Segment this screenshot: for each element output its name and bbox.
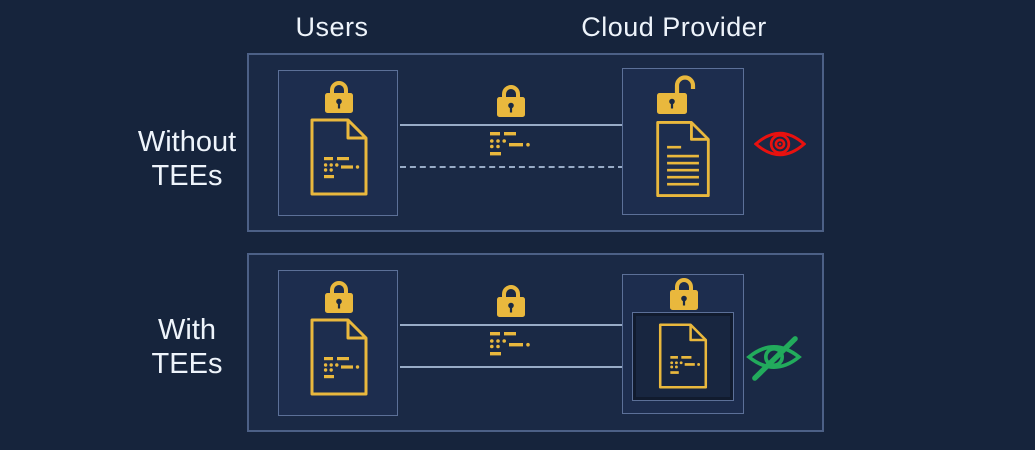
row-label-line: Without xyxy=(137,126,237,158)
ciphertext-icon xyxy=(488,332,534,358)
provider-enclave-document-box xyxy=(622,274,744,414)
encrypted-document-icon xyxy=(656,322,710,390)
encrypted-document-icon xyxy=(307,117,371,197)
closed-padlock-icon xyxy=(493,84,529,118)
encrypted-document-icon xyxy=(307,317,371,397)
column-header-users: Users xyxy=(295,12,369,42)
closed-padlock-icon xyxy=(493,284,529,318)
row-label-line: TEEs xyxy=(151,160,223,193)
plaintext-document-icon xyxy=(653,118,713,200)
channel-link-top xyxy=(400,324,624,326)
open-padlock-icon xyxy=(656,75,704,115)
channel-link-top xyxy=(400,124,624,126)
closed-padlock-icon xyxy=(321,80,357,114)
closed-padlock-icon xyxy=(666,277,702,311)
eye-slash-icon xyxy=(743,332,805,382)
eye-open-icon xyxy=(754,126,806,162)
closed-padlock-icon xyxy=(321,280,357,314)
provider-plaintext-document-box xyxy=(622,68,744,215)
column-header-cloud-provider: Cloud Provider xyxy=(581,12,767,42)
panel-without-tees xyxy=(247,53,824,232)
row-label-without-tees: Without TEEs xyxy=(98,125,276,193)
channel-link-bottom xyxy=(400,366,624,368)
row-label-line: With xyxy=(158,314,216,346)
row-label-with-tees: With TEEs xyxy=(98,313,276,381)
ciphertext-icon xyxy=(488,132,534,158)
channel-link-bottom xyxy=(400,166,624,168)
users-encrypted-document-box xyxy=(278,70,398,216)
tee-enclave-box xyxy=(632,312,734,401)
users-encrypted-document-box xyxy=(278,270,398,416)
panel-with-tees xyxy=(247,253,824,432)
row-label-line: TEEs xyxy=(151,348,223,381)
